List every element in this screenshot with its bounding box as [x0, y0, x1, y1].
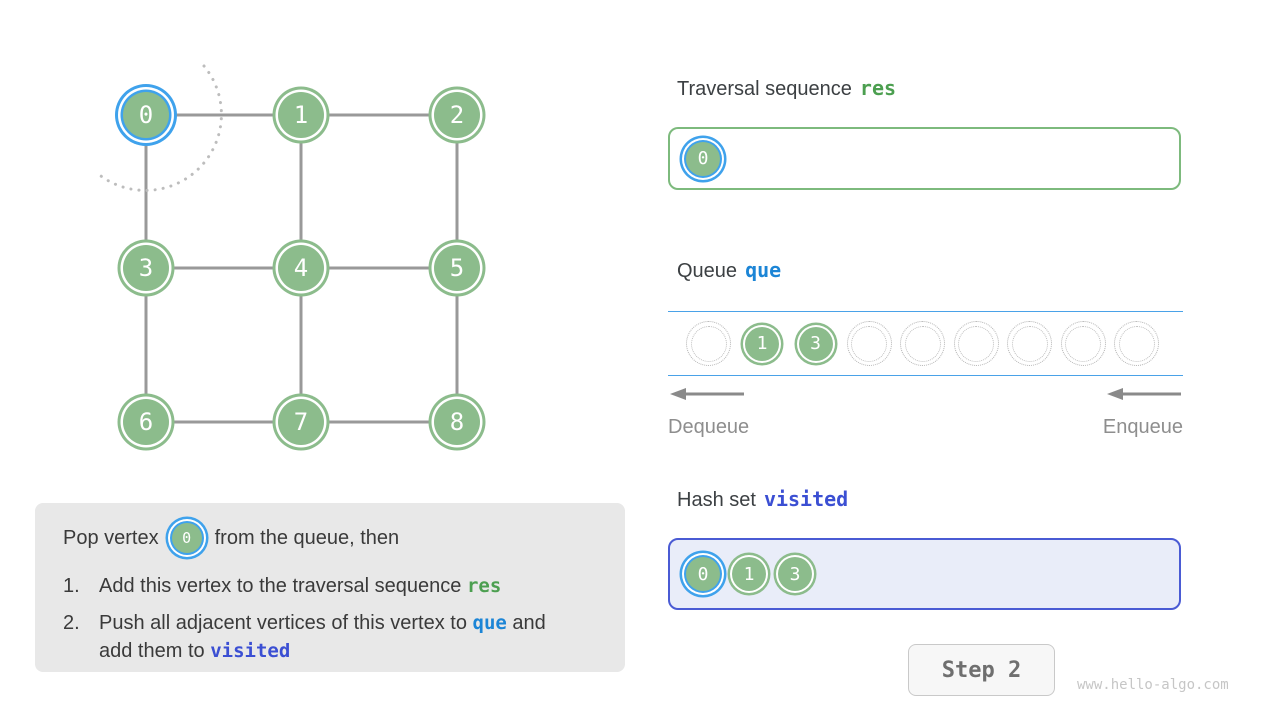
code-que: que	[472, 612, 507, 634]
vertex-1: 1	[278, 92, 324, 138]
vertex-7: 7	[278, 399, 324, 445]
queue-slot-empty-3	[846, 321, 892, 366]
queue-slot-empty-0	[686, 321, 731, 366]
step-number: 1.	[63, 575, 80, 597]
code-res: res	[466, 575, 502, 597]
queue-slot-empty-5	[953, 321, 999, 366]
vertex-0: 0	[171, 523, 202, 553]
vertex-2: 2	[434, 92, 480, 138]
graph-panel: 0 1 2 3 4 5 6 7 8	[0, 0, 560, 480]
hash-set-title: Hash set visited	[677, 487, 848, 512]
traversal-title-text: Traversal sequence	[677, 78, 852, 100]
vertex-0: 0	[686, 557, 720, 591]
queue-slot-empty-4	[900, 321, 945, 366]
queue-slot-empty-7	[1060, 321, 1106, 366]
explanation-intro: Pop vertex 0 from the queue, then	[63, 513, 597, 563]
dequeue-group: Dequeue	[668, 386, 749, 439]
code-visited: visited	[210, 640, 291, 662]
queue-title: Queue que	[677, 258, 781, 283]
queue-code-label: que	[745, 258, 782, 282]
explanation-step-2: 2. Push all adjacent vertices of this ver…	[63, 609, 597, 665]
step-text: Add this vertex to the traversal sequenc…	[99, 575, 502, 597]
explanation-step-1: 1. Add this vertex to the traversal seque…	[63, 572, 597, 600]
explanation-steps: 1. Add this vertex to the traversal seque…	[63, 572, 597, 665]
vertex-6: 6	[123, 399, 169, 445]
vertex-3: 3	[798, 326, 833, 361]
vertex-0: 0	[123, 92, 169, 138]
explanation-intro-before: Pop vertex	[63, 526, 159, 549]
enqueue-group: Enqueue	[1103, 386, 1183, 439]
explanation-intro-vertex-slot: 0	[171, 523, 202, 553]
traversal-code-label: res	[859, 76, 897, 100]
queue-slot-empty-6	[1007, 321, 1052, 366]
enqueue-arrow-icon	[1107, 388, 1181, 400]
step-text: Push all adjacent vertices of this verte…	[99, 612, 546, 662]
dequeue-label: Dequeue	[668, 416, 750, 438]
dequeue-arrow-icon	[670, 388, 744, 400]
queue-slot-1: 1	[740, 321, 785, 366]
dotted-arc	[95, 64, 223, 192]
enqueue-label: Enqueue	[1102, 416, 1183, 438]
vertex-1: 1	[732, 557, 766, 591]
explanation-box: Pop vertex 0 from the queue, then 1. Add …	[35, 503, 625, 672]
vertex-0: 0	[686, 141, 720, 176]
vertex-4: 4	[278, 245, 324, 291]
hash-set-code-label: visited	[763, 487, 849, 511]
watermark: www.hello-algo.com	[1077, 677, 1229, 693]
queue-slot-empty-8	[1114, 321, 1159, 366]
step-number: 2.	[63, 612, 80, 634]
traversal-title: Traversal sequence res	[677, 76, 896, 101]
hash-set-title-text: Hash set	[677, 489, 756, 511]
explanation-intro-after: from the queue, then	[214, 526, 400, 549]
queue-arrows: Dequeue Enqueue	[668, 386, 1183, 439]
vertex-5: 5	[434, 245, 480, 291]
step-button[interactable]: Step 2	[908, 644, 1055, 696]
traversal-sequence-box: 0	[668, 127, 1181, 190]
queue-title-text: Queue	[677, 260, 738, 282]
vertex-3: 3	[778, 557, 812, 591]
vertex-8: 8	[434, 399, 480, 445]
vertex-1: 1	[745, 326, 779, 361]
vertex-3: 3	[123, 245, 169, 291]
graph-edges-svg	[95, 64, 459, 424]
queue-slot-2: 3	[793, 321, 838, 366]
